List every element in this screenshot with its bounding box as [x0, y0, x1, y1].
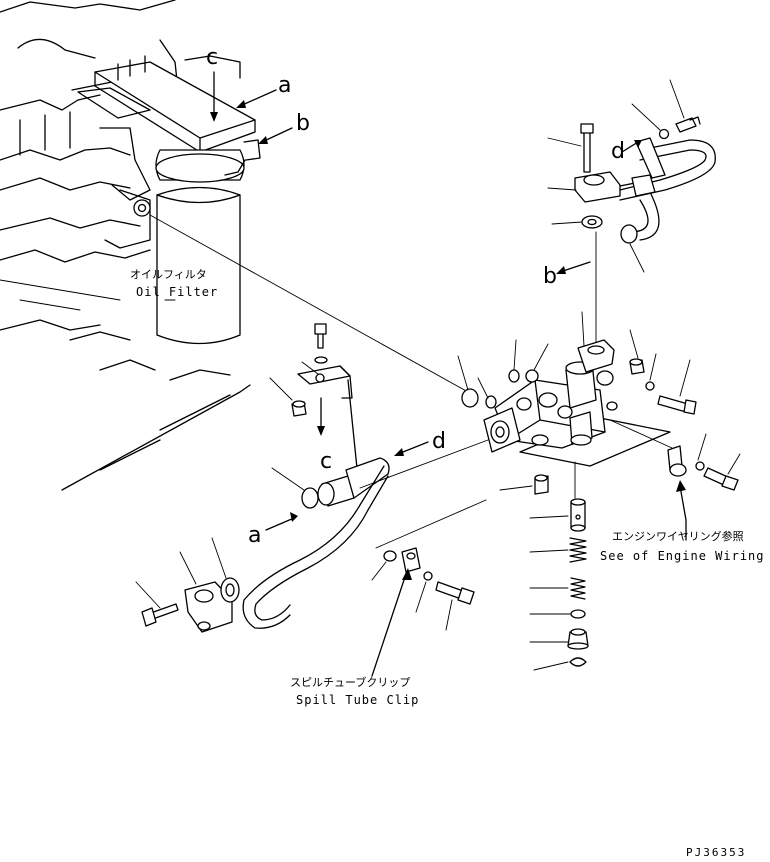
arrow-b-top [261, 127, 293, 143]
washer-right [645, 381, 655, 391]
oil-filter-assembly [77, 55, 261, 345]
wiring-clip [609, 419, 741, 541]
valve-body [483, 339, 671, 495]
arrow-a-top [239, 89, 277, 107]
spill-tube-clip-assembly [371, 499, 487, 677]
oil-filter-label-jp: オイルフィルタ [130, 268, 207, 281]
spill-tube-clip-label-jp: スピルチューブクリップ [290, 675, 410, 689]
letter-d-mid: d [432, 429, 446, 454]
leader-filter-to-oring [149, 214, 469, 393]
spill-tube-clip-label-en: Spill Tube Clip [296, 693, 419, 707]
engine-wiring-label: エンジンワイヤリング参照 See of Engine Wiring [600, 529, 765, 563]
letter-a-mid: a [248, 523, 261, 548]
engine-wiring-label-jp: エンジンワイヤリング参照 [612, 529, 744, 543]
letter-c-top: c [206, 45, 218, 70]
letter-b-mid: b [543, 264, 557, 289]
drawing-code: PJ36353 [686, 846, 746, 859]
o-ring-large [461, 388, 479, 408]
o-ring-small-3 [525, 369, 539, 383]
oil-filter-label: オイルフィルタ Oil Filter [130, 268, 218, 299]
letter-b-top: b [296, 111, 310, 136]
letter-a-top: a [278, 73, 291, 98]
o-ring-small-2 [508, 369, 520, 383]
oil-filter-label-en: Oil Filter [136, 285, 218, 299]
spill-tube-clip-label: スピルチューブクリップ Spill Tube Clip [290, 675, 419, 707]
engine-wiring-label-en: See of Engine Wiring [600, 549, 765, 563]
spill-pipe-assembly [135, 323, 489, 633]
o-ring-small-1 [485, 395, 497, 409]
letter-d-upper: d [611, 139, 625, 164]
upper-pipe-assembly [547, 79, 716, 351]
relief-valve-stack [499, 461, 589, 671]
letter-c-mid: c [320, 449, 332, 474]
